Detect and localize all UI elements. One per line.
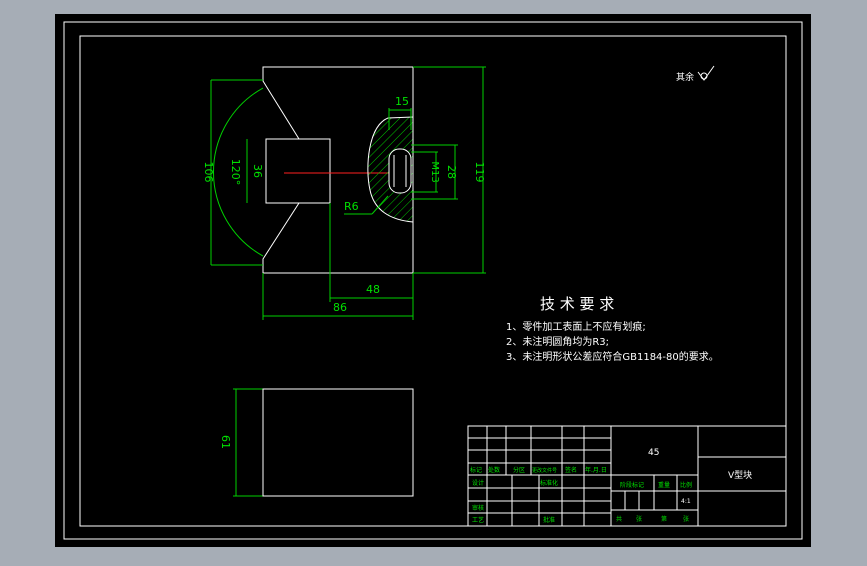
- sheets-unit1: 张: [636, 515, 642, 523]
- process-label: 工艺: [472, 516, 484, 524]
- scale-label: 比例: [680, 481, 692, 489]
- scale-value: 4:1: [681, 498, 691, 505]
- sheets-unit2: 张: [683, 515, 689, 523]
- top-view: [262, 388, 414, 497]
- dim-15: 15: [395, 95, 409, 108]
- dim-106: 106: [202, 162, 215, 183]
- hdr-date: 年.月.日: [585, 466, 607, 474]
- dim-86: 86: [333, 301, 347, 314]
- dim-angle: 120°: [229, 159, 242, 186]
- slot-rect: [265, 138, 331, 204]
- review-label: 审核: [472, 504, 484, 512]
- sheets-right: 第: [661, 515, 667, 523]
- material-value: 45: [648, 448, 659, 458]
- hdr-change-doc: 更改文件号: [532, 467, 557, 474]
- main-view: [212, 66, 414, 274]
- sheets-left: 共: [616, 515, 622, 523]
- dim-28: 28: [445, 165, 458, 179]
- dimensions: 106 120° 36 15 M13 28 119 R6 48: [202, 66, 486, 497]
- dim-119: 119: [473, 162, 486, 183]
- dim-r6: R6: [344, 200, 359, 213]
- tech-requirements: 技 术 要 求 1、零件加工表面上不应有划痕; 2、未注明圆角均为R3; 3、未…: [506, 295, 719, 363]
- hdr-zone: 分区: [513, 466, 525, 474]
- roughness-symbol-icon: [697, 65, 715, 81]
- weight-label: 重量: [658, 481, 670, 489]
- dim-48: 48: [366, 283, 380, 296]
- tech-title: 技 术 要 求: [540, 295, 614, 313]
- hdr-sign: 签名: [565, 466, 577, 474]
- hdr-count: 处数: [488, 466, 500, 474]
- tech-item-3: 3、未注明形状公差应符合GB1184-80的要求。: [506, 350, 719, 363]
- hdr-mark: 标记: [470, 466, 482, 474]
- part-name: V型块: [728, 469, 752, 481]
- dim-61: 61: [219, 435, 232, 449]
- title-block: 45 V型块 标记 处数 分区 更改文件号 签名 年.月.日 设计 标准化 阶段…: [467, 425, 787, 527]
- design-label: 设计: [472, 479, 484, 487]
- roughness-note: 其余: [676, 71, 694, 83]
- tech-item-1: 1、零件加工表面上不应有划痕;: [506, 320, 646, 333]
- dim-36: 36: [251, 164, 264, 178]
- threaded-hole: [388, 148, 412, 194]
- standardize-label: 标准化: [540, 479, 558, 487]
- tech-item-2: 2、未注明圆角均为R3;: [506, 335, 609, 348]
- dim-m13: M13: [429, 161, 440, 182]
- stage-mark-label: 阶段标记: [620, 481, 644, 489]
- angle-arc: [212, 87, 264, 257]
- inner-frame: [79, 35, 787, 527]
- approve-label: 批准: [543, 516, 555, 524]
- outer-frame: [63, 21, 803, 540]
- sheet-background: [55, 14, 811, 547]
